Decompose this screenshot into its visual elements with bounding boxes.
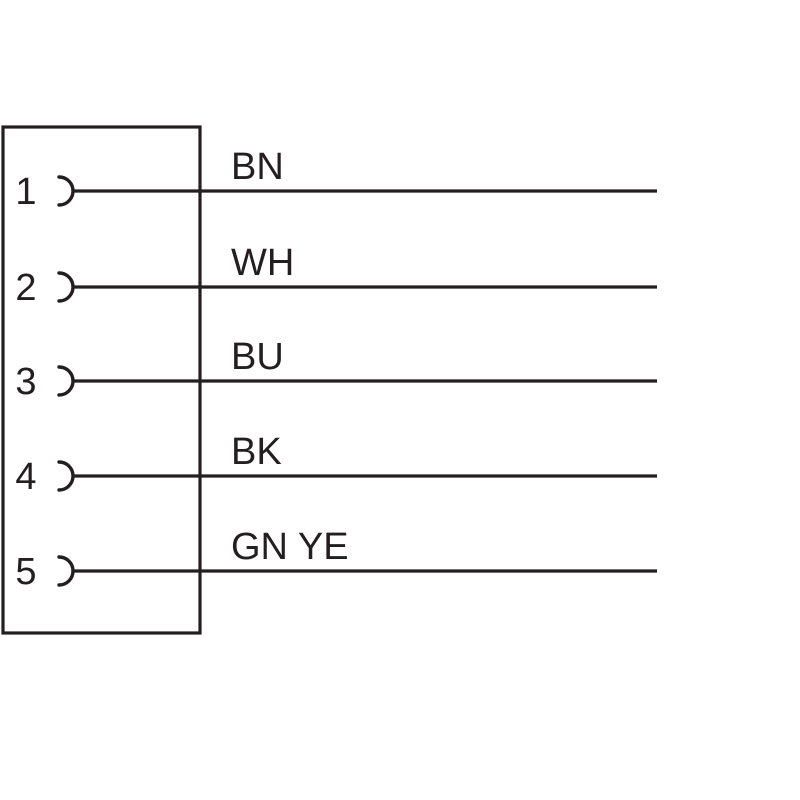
pin-row-4: 4 BK <box>15 431 657 498</box>
pin-rows-group: 1 BN 2 WH 3 BU 4 BK 5 GN YE <box>15 146 657 593</box>
pin-row-3: 3 BU <box>15 336 657 403</box>
socket-contact-icon-1 <box>57 175 75 207</box>
wire-color-label-4: BK <box>231 431 282 473</box>
pin-number-5: 5 <box>15 551 36 593</box>
socket-contact-icon-4 <box>57 460 75 492</box>
wire-color-label-5: GN YE <box>231 526 349 568</box>
pin-row-2: 2 WH <box>15 242 657 309</box>
wire-color-label-1: BN <box>231 146 284 188</box>
socket-contact-icon-3 <box>57 365 75 397</box>
pin-number-2: 2 <box>15 267 36 309</box>
socket-contact-icon-5 <box>57 555 75 587</box>
pin-number-1: 1 <box>15 171 36 213</box>
wire-color-label-2: WH <box>231 242 294 284</box>
wire-color-label-3: BU <box>231 336 284 378</box>
socket-contact-icon-2 <box>57 271 75 303</box>
pin-row-5: 5 GN YE <box>15 526 657 593</box>
pin-number-4: 4 <box>15 456 36 498</box>
pin-number-3: 3 <box>15 361 36 403</box>
pin-row-1: 1 BN <box>15 146 657 213</box>
